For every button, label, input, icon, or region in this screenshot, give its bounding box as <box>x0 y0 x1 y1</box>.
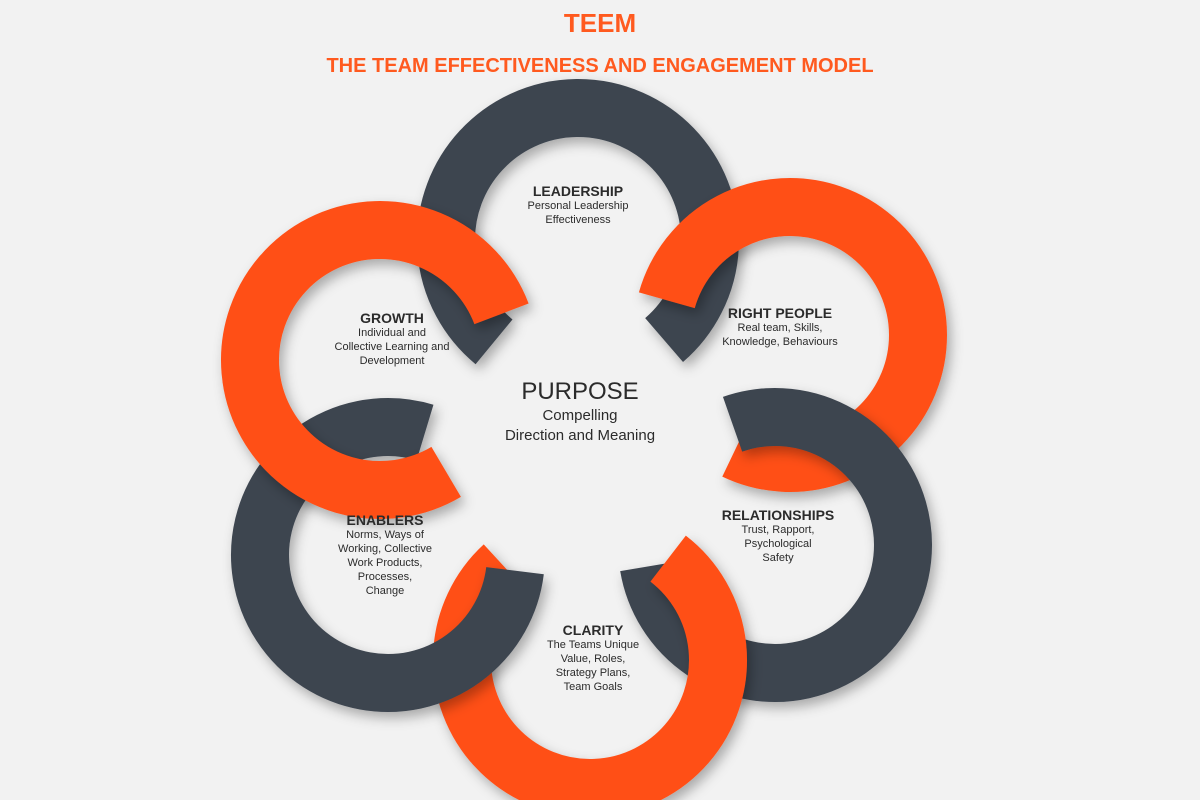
segment-heading: GROWTH <box>360 310 424 326</box>
segment-description-line: Psychological <box>744 538 812 550</box>
segment-description-line: Effectiveness <box>545 214 611 226</box>
diagram-title: TEEM <box>563 8 637 38</box>
segment-description-line: The Teams Unique <box>546 639 640 651</box>
purpose-line: Compelling <box>542 407 618 424</box>
purpose-line: Direction and Meaning <box>504 427 656 444</box>
segment-heading: LEADERSHIP <box>532 183 624 199</box>
diagram-subtitle: THE TEAM EFFECTIVENESS AND ENGAGEMENT MO… <box>326 55 874 77</box>
segment-description-line: Strategy Plans, <box>555 667 631 679</box>
segment-description-line: Norms, Ways of <box>346 529 424 541</box>
segment-description-line: Value, Roles, <box>560 653 626 665</box>
segment-description-line: Change <box>365 585 405 597</box>
ring-growth <box>221 201 529 519</box>
segment-description-line: Collective Learning and <box>334 341 450 353</box>
segment-description-line: Working, Collective <box>338 543 432 555</box>
purpose-heading: PURPOSE <box>521 378 639 405</box>
segment-description-line: Safety <box>762 552 794 564</box>
segment-heading: RELATIONSHIPS <box>721 507 835 523</box>
segment-description-line: Work Products, <box>347 557 423 569</box>
segment-description-line: Development <box>359 355 425 367</box>
segment-heading: ENABLERS <box>346 512 424 528</box>
segment-description-line: Team Goals <box>563 681 623 693</box>
segment-description-line: Real team, Skills, <box>737 322 823 334</box>
segment-description-line: Knowledge, Behaviours <box>722 336 838 348</box>
segment-description-line: Processes, <box>357 571 413 583</box>
segment-description-line: Trust, Rapport, <box>741 524 815 536</box>
segment-heading: CLARITY <box>562 622 624 638</box>
segment-description-line: Personal Leadership <box>527 200 629 212</box>
segment-heading: RIGHT PEOPLE <box>727 305 833 321</box>
center-purpose: PURPOSE Compelling Direction and Meaning <box>505 378 655 446</box>
ring-enablers <box>231 398 544 712</box>
segment-description-line: Individual and <box>358 327 426 339</box>
